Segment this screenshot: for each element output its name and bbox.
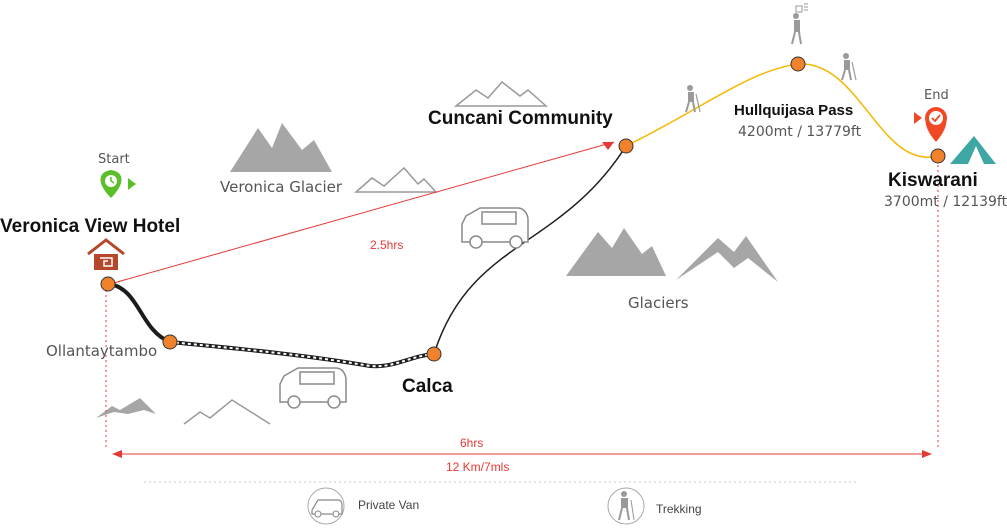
legend-trekking-icon — [607, 487, 645, 525]
kiswarani-elevation: 3700mt / 12139ft — [884, 194, 1007, 210]
mountain-icon — [96, 398, 156, 418]
stop-calca: Calca — [402, 376, 453, 397]
hiker-icon — [841, 53, 857, 81]
mountains — [96, 80, 778, 425]
feature-veronica-glacier: Veronica Glacier — [220, 178, 343, 196]
route-nodes — [100, 56, 946, 362]
van-icon — [279, 367, 347, 409]
hikers — [685, 3, 857, 113]
vans — [279, 207, 529, 409]
mountain-icon — [230, 123, 332, 172]
node-kiswarani[interactable] — [930, 148, 946, 164]
road-route-dashes — [169, 341, 435, 368]
legend-trekking-label: Trekking — [656, 502, 702, 516]
span-arrow-right — [922, 450, 932, 458]
stop-ollantaytambo: Ollantaytambo — [46, 342, 158, 360]
span-arrow-left — [112, 450, 122, 458]
hullquijasa-elevation: 4200mt / 13779ft — [738, 124, 862, 140]
stop-kiswarani: Kiswarani — [888, 170, 978, 191]
legend-van-label: Private Van — [358, 498, 420, 512]
direct-route-time: 2.5hrs — [370, 238, 404, 252]
mountain-icon — [354, 166, 438, 193]
node-ollantaytambo[interactable] — [162, 334, 178, 350]
total-time: 6hrs — [460, 436, 484, 450]
node-calca[interactable] — [426, 346, 442, 362]
hiker-icon — [685, 85, 701, 113]
mountain-icon — [676, 236, 778, 282]
mountain-icon — [566, 228, 666, 276]
legend-van-icon — [307, 487, 345, 525]
mountain-icon — [453, 80, 548, 107]
start-pin-icon — [100, 170, 136, 198]
node-cuncani-community[interactable] — [618, 138, 634, 154]
hotel-icon — [87, 238, 125, 270]
road-route — [109, 282, 435, 369]
van-icon — [461, 207, 529, 249]
direct-route-line — [109, 141, 615, 285]
end-pin-icon — [914, 107, 947, 142]
tent-icon — [950, 136, 996, 164]
stop-cuncani-community: Cuncani Community — [428, 108, 613, 129]
direct-route-arrow — [602, 142, 614, 150]
node-veronica-view-hotel[interactable] — [100, 276, 116, 292]
mountain-icon — [183, 399, 271, 425]
feature-glaciers: Glaciers — [628, 294, 689, 312]
start-label: Start — [98, 152, 130, 167]
photographer-icon — [791, 3, 808, 45]
total-distance: 12 Km/7mls — [446, 460, 510, 474]
node-hullquijasa-pass[interactable] — [790, 56, 806, 72]
stop-hullquijasa-pass: Hullquijasa Pass — [734, 102, 854, 119]
stop-veronica-view-hotel: Veronica View Hotel — [0, 216, 181, 237]
end-label: End — [924, 88, 949, 103]
